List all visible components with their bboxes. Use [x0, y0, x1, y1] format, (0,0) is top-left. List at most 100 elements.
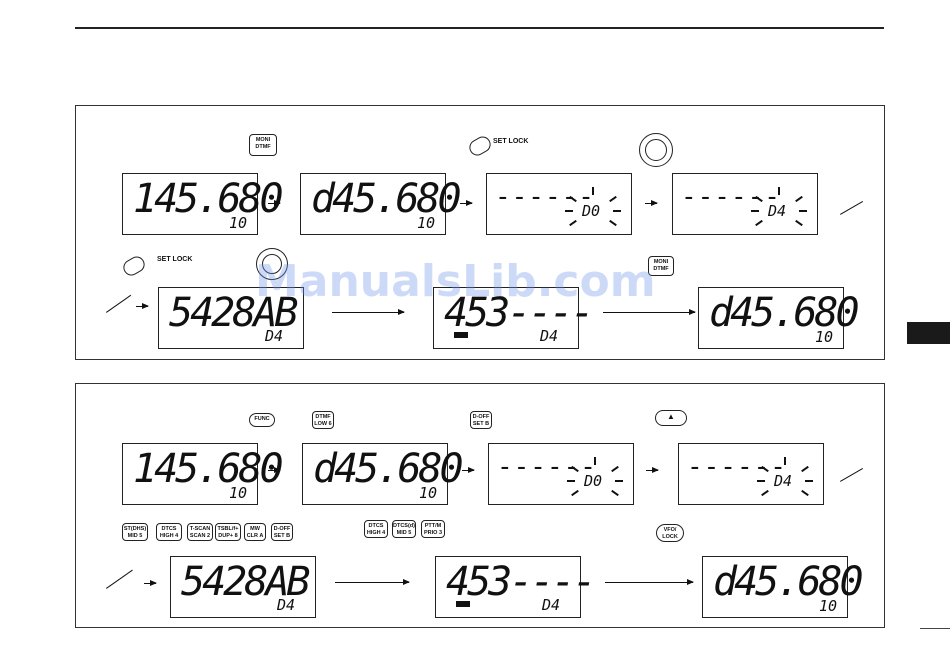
- lcd-main-readout: 5428AB: [169, 290, 298, 336]
- key-label: PTT/M PRIO 3: [423, 523, 443, 536]
- flow-arrow: [136, 303, 149, 309]
- header-rule: [75, 27, 884, 29]
- lcd-display-4: ------ D4: [678, 443, 824, 505]
- lcd-code: D4: [276, 596, 295, 614]
- lcd-display-1: 145.680 10: [122, 173, 284, 235]
- flow-arrow: [462, 467, 475, 473]
- blink-indicator: D4: [757, 457, 813, 500]
- lcd-display-7: d45.680 10: [698, 287, 860, 349]
- lcd-code: D4: [541, 596, 560, 614]
- set-lock-label: SET LOCK: [157, 256, 193, 263]
- lcd-channel: 10: [228, 484, 247, 502]
- lcd-display-1: 145.680 10: [122, 443, 284, 505]
- signal-meter: [456, 601, 470, 607]
- moni-dtmf-key: MONI DTMF: [249, 134, 277, 156]
- lcd-display-5: 5428AB D4: [170, 556, 316, 618]
- key-label: TSBL/f+ DUP+ 8: [217, 526, 239, 539]
- key-label: D-OFF SET B: [273, 526, 291, 539]
- lcd-channel: 10: [814, 328, 833, 346]
- blink-indicator: D0: [565, 187, 621, 230]
- vfo-lock-key: VFO/ LOCK: [656, 524, 684, 542]
- lcd-display-3: ------ D0: [488, 443, 634, 505]
- wrap-arrow: [840, 468, 864, 482]
- flow-arrow: [460, 200, 473, 206]
- up-key: ▲: [655, 410, 687, 426]
- wrap-arrow: [106, 569, 133, 589]
- doff-setb-key: D-OFF SET B: [470, 411, 492, 429]
- lcd-dashes: ------: [681, 182, 781, 212]
- flow-arrow: [646, 467, 659, 473]
- keypad-key: TSBL/f+ DUP+ 8: [215, 523, 241, 541]
- lcd-main-readout: 145.680: [133, 446, 284, 492]
- key-label: DTCS HIGH 4: [366, 523, 386, 536]
- lcd-main-readout: 453----: [444, 290, 595, 336]
- lcd-code: D4: [264, 327, 283, 345]
- lcd-dashes: ------: [687, 452, 787, 482]
- blink-code: D4: [768, 202, 787, 220]
- key-label: DTCS HIGH 4: [159, 526, 179, 539]
- flow-arrow: [603, 309, 696, 315]
- key-label: ST(DHS) MID 5: [123, 526, 147, 539]
- key-label: ▲: [667, 412, 675, 421]
- flow-arrow: [144, 580, 157, 586]
- dtmf-low6-key: DTMF LOW 6: [312, 411, 334, 429]
- key-label: MW CLR A: [246, 526, 264, 539]
- section-tab: [907, 322, 950, 344]
- blink-code: D0: [584, 472, 603, 490]
- keypad-key: T-SCAN SCAN 2: [187, 523, 213, 541]
- lcd-channel: 10: [818, 597, 837, 615]
- wrap-arrow: [840, 201, 864, 215]
- lcd-dashes: ------: [497, 452, 597, 482]
- func-key: FUNC: [249, 413, 275, 427]
- lcd-main-readout: d45.680: [709, 290, 860, 336]
- dial-icon: [256, 248, 288, 280]
- keypad-key: PTT/M PRIO 3: [421, 520, 445, 538]
- watermark: ManualsLib.com: [255, 256, 656, 307]
- lcd-display-4: ------ D4: [672, 173, 818, 235]
- key-label: D-OFF SET B: [472, 414, 490, 427]
- wrap-arrow: [106, 294, 132, 313]
- lcd-channel: 10: [416, 214, 435, 232]
- keypad-key: DTCS HIGH 4: [364, 520, 388, 538]
- lcd-display-5: 5428AB D4: [158, 287, 304, 349]
- flow-arrow: [645, 200, 658, 206]
- lcd-code: D4: [539, 327, 558, 345]
- lcd-display-2: d45.680 10: [302, 443, 464, 505]
- flow-arrow: [268, 467, 281, 473]
- set-lock-key: [466, 133, 494, 159]
- blink-indicator: D0: [567, 457, 623, 500]
- flow-arrow: [268, 200, 281, 206]
- keypad-key: DTCS(d) MID 5: [392, 520, 416, 538]
- signal-meter: [454, 332, 468, 338]
- key-label: FUNC: [254, 416, 270, 422]
- flow-arrow: [605, 579, 694, 585]
- lcd-display-7: d45.680 10: [702, 556, 864, 618]
- key-label: MONI DTMF: [255, 137, 271, 150]
- blink-code: D0: [582, 202, 601, 220]
- flow-arrow: [335, 579, 410, 585]
- blink-code: D4: [774, 472, 793, 490]
- dial-icon: [639, 133, 673, 167]
- panel-dtmf-memory-entry: MONI DTMF SET LOCK 145.680 10 d45.680 10…: [75, 105, 885, 360]
- set-lock-label: SET LOCK: [493, 138, 529, 145]
- lcd-main-readout: d45.680: [311, 176, 462, 222]
- lcd-main-readout: d45.680: [713, 559, 864, 605]
- lcd-display-6: 453---- D4: [433, 287, 595, 349]
- keypad-key: D-OFF SET B: [271, 523, 293, 541]
- set-lock-key: [120, 253, 148, 279]
- lcd-main-readout: d45.680: [313, 446, 464, 492]
- keypad-key: DTCS HIGH 4: [156, 523, 182, 541]
- lcd-main-readout: 453----: [446, 559, 597, 605]
- flow-arrow: [332, 309, 405, 315]
- lcd-display-6: 453---- D4: [435, 556, 597, 618]
- lcd-display-3: ------ D0: [486, 173, 632, 235]
- lcd-channel: 10: [418, 484, 437, 502]
- key-label: DTMF LOW 6: [314, 414, 332, 427]
- keypad-key: MW CLR A: [244, 523, 266, 541]
- lcd-dashes: ------: [495, 182, 595, 212]
- moni-dtmf-key: MONI DTMF: [648, 256, 674, 276]
- footer-rule: [920, 628, 950, 629]
- lcd-main-readout: 5428AB: [181, 559, 310, 605]
- keypad-key: ST(DHS) MID 5: [122, 523, 148, 541]
- key-label: VFO/ LOCK: [662, 527, 678, 540]
